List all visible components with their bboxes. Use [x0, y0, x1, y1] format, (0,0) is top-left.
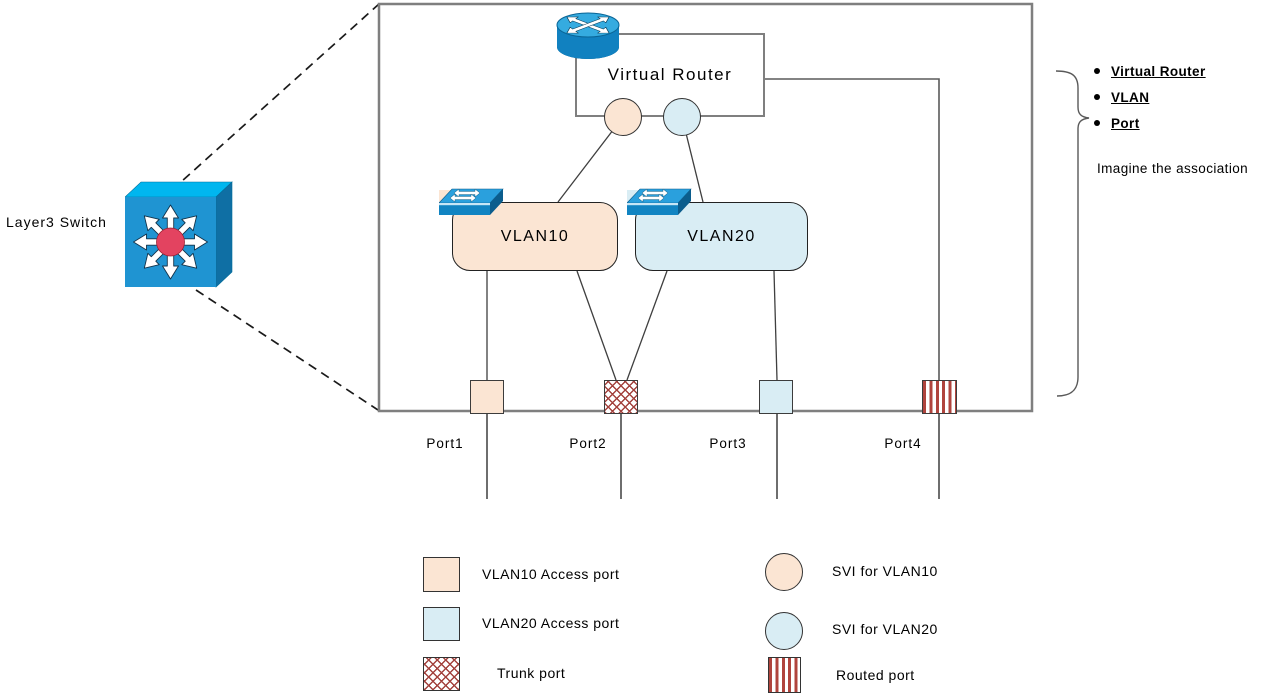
- legend-swatch-routed: [768, 657, 801, 693]
- link-vlan20-port2: [626, 270, 668, 381]
- layer3-switch-label: Layer3 Switch: [6, 214, 107, 230]
- dashed-link-bottom: [195, 289, 379, 411]
- bullet-dot-icon: [1094, 120, 1100, 126]
- curly-brace: [1055, 70, 1090, 397]
- link-vlan20-port3: [773, 270, 778, 381]
- dashed-link-top: [171, 3, 380, 191]
- port4-square: [922, 380, 957, 414]
- virtual-router-label: Virtual Router: [607, 65, 733, 84]
- port3-square: [759, 380, 793, 414]
- bullet-item-vlan: VLAN: [1094, 84, 1206, 110]
- switch-icon-vlan20: [626, 188, 693, 218]
- router-icon: [554, 11, 624, 61]
- bullet-dot-icon: [1094, 94, 1100, 100]
- bullet-item-port: Port: [1094, 110, 1206, 136]
- port3-label: Port3: [709, 436, 747, 451]
- legend-swatch-svi-vlan20: [765, 612, 803, 650]
- legend-swatch-vlan10-access: [423, 557, 460, 592]
- bullet-label: Port: [1111, 115, 1140, 131]
- port2-square: [604, 380, 638, 414]
- legend-label-svi-vlan20: SVI for VLAN20: [832, 621, 938, 637]
- legend-label-vlan10-access: VLAN10 Access port: [482, 566, 620, 582]
- svi-vlan20-circle: [663, 98, 701, 136]
- link-router-port4: [765, 78, 940, 380]
- bullet-label: Virtual Router: [1111, 63, 1206, 79]
- port4-label: Port4: [884, 436, 922, 451]
- port2-label: Port2: [569, 436, 607, 451]
- vlan20-label: VLAN20: [687, 227, 756, 245]
- legend-swatch-vlan20-access: [423, 607, 460, 641]
- switch-icon-vlan10: [438, 188, 505, 218]
- bullet-label: VLAN: [1111, 89, 1150, 105]
- legend-label-routed: Routed port: [836, 667, 915, 683]
- legend-swatch-svi-vlan10: [765, 553, 803, 591]
- legend-label-trunk: Trunk port: [497, 665, 566, 681]
- annotation-list: Virtual Router VLAN Port: [1094, 58, 1206, 136]
- legend-label-vlan20-access: VLAN20 Access port: [482, 615, 620, 631]
- legend-swatch-trunk: [423, 657, 460, 691]
- legend-label-svi-vlan10: SVI for VLAN10: [832, 563, 938, 579]
- switch-detail-frame: [377, 2, 1034, 413]
- layer3-switch-icon: [124, 180, 237, 290]
- vlan20-box: VLAN20: [635, 202, 808, 271]
- bullet-dot-icon: [1094, 68, 1100, 74]
- port1-label: Port1: [426, 436, 464, 451]
- vlan10-label: VLAN10: [500, 227, 570, 245]
- svi-vlan10-circle: [604, 98, 642, 136]
- port1-square: [470, 380, 504, 414]
- annotation-note: Imagine the association: [1097, 161, 1249, 176]
- link-vlan10-port2: [576, 270, 617, 381]
- bullet-item-virtual-router: Virtual Router: [1094, 58, 1206, 84]
